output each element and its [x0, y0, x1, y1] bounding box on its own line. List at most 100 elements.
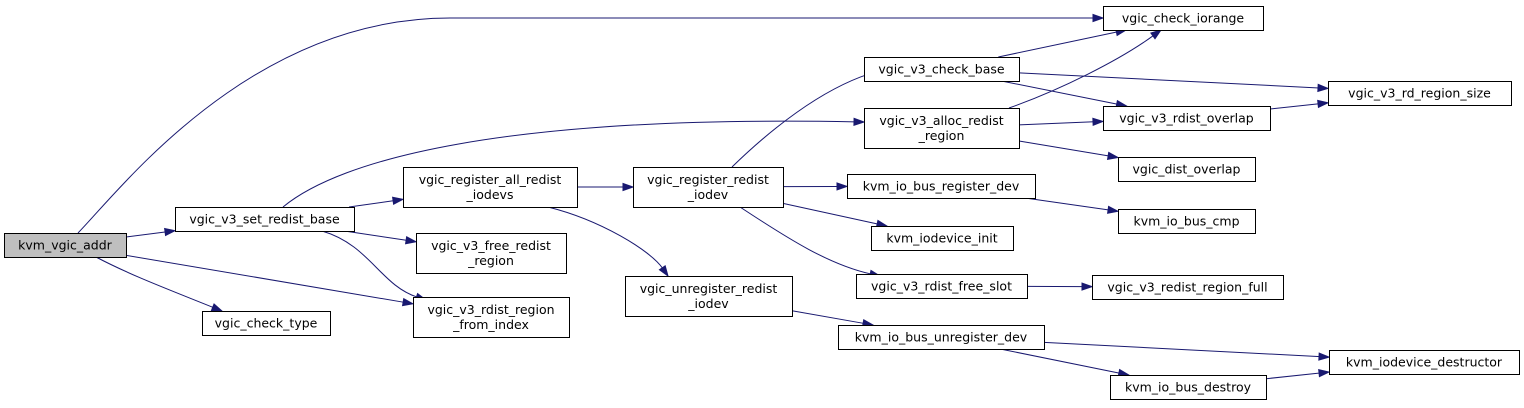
node-label: _region [918, 128, 965, 143]
edge-line [791, 310, 865, 324]
node-vgic_check_iorange[interactable]: vgic_check_iorange [1103, 6, 1264, 31]
edge-kvm_io_bus_register_dev-to-kvm_io_bus_cmp [1025, 197, 1120, 214]
node-kvm_io_bus_unregister_dev[interactable]: kvm_io_bus_unregister_dev [838, 325, 1045, 350]
node-label: kvm_io_bus_register_dev [863, 179, 1020, 194]
edge-kvm_io_bus_unregister_dev-to-kvm_iodevice_destructor [1043, 341, 1331, 361]
node-box[interactable] [1329, 350, 1520, 375]
node-vgic_unregister_redist_iodev[interactable]: vgic_unregister_redist_iodev [625, 276, 793, 317]
node-box[interactable] [403, 167, 578, 208]
node-label: vgic_check_iorange [1122, 11, 1245, 26]
edge-vgic_v3_alloc_redist_region-to-vgic_check_iorange [1008, 29, 1163, 109]
edge-line [1043, 341, 1321, 358]
node-kvm_iodevice_destructor[interactable]: kvm_iodevice_destructor [1329, 350, 1520, 375]
node-vgic_v3_rdist_free_slot[interactable]: vgic_v3_rdist_free_slot [856, 274, 1028, 299]
node-vgic_dist_overlap[interactable]: vgic_dist_overlap [1118, 157, 1256, 182]
edge-line [782, 202, 879, 225]
node-kvm_io_bus_register_dev[interactable]: kvm_io_bus_register_dev [847, 174, 1036, 199]
node-box[interactable] [4, 233, 127, 258]
node-vgic_check_type[interactable]: vgic_check_type [202, 311, 331, 336]
node-label: vgic_dist_overlap [1133, 162, 1241, 177]
node-kvm_io_bus_cmp[interactable]: kvm_io_bus_cmp [1118, 209, 1256, 234]
node-label: vgic_register_all_redist [419, 172, 562, 187]
node-box[interactable] [633, 167, 784, 208]
node-label: _from_index [452, 317, 529, 332]
edge-arrowhead [1092, 117, 1105, 127]
edge-vgic_v3_check_base-to-vgic_check_iorange [998, 28, 1128, 58]
node-vgic_v3_redist_region_full[interactable]: vgic_v3_redist_region_full [1092, 275, 1284, 300]
node-vgic_v3_alloc_redist_region[interactable]: vgic_v3_alloc_redist_region [864, 108, 1020, 149]
edges-layer [77, 13, 1331, 380]
edge-arrowhead [1318, 352, 1331, 361]
node-box[interactable] [871, 226, 1014, 251]
node-vgic_register_redist_iodev[interactable]: vgic_register_redist_iodev [633, 167, 784, 208]
node-label: _iodevs [466, 187, 514, 202]
node-box[interactable] [625, 276, 793, 317]
node-box[interactable] [1110, 375, 1267, 400]
node-label: vgic_unregister_redist [640, 281, 778, 296]
node-label: kvm_io_bus_unregister_dev [855, 330, 1028, 345]
node-box[interactable] [1103, 106, 1271, 131]
node-vgic_v3_set_redist_base[interactable]: vgic_v3_set_redist_base [175, 207, 355, 232]
node-box[interactable] [864, 57, 1020, 82]
node-label: vgic_v3_check_base [878, 62, 1004, 77]
node-label: vgic_v3_rdist_overlap [1119, 111, 1254, 126]
node-label: kvm_vgic_addr [18, 238, 113, 253]
edge-line [547, 206, 664, 269]
edge-line [1001, 80, 1118, 105]
edge-line [1018, 72, 1320, 89]
edge-kvm_io_bus_unregister_dev-to-kvm_io_bus_destroy [1000, 348, 1131, 378]
edge-line [125, 254, 405, 303]
node-label: kvm_io_bus_destroy [1125, 380, 1252, 395]
edge-line [321, 230, 418, 298]
node-box[interactable] [838, 325, 1045, 350]
node-kvm_io_bus_destroy[interactable]: kvm_io_bus_destroy [1110, 375, 1267, 400]
edge-arrowhead [1318, 368, 1331, 378]
edge-line [1000, 348, 1120, 374]
edge-vgic_unregister_redist_iodev-to-kvm_io_bus_unregister_dev [791, 310, 875, 328]
edge-arrowhead [622, 182, 635, 192]
node-box[interactable] [416, 233, 567, 274]
edge-line [95, 256, 214, 309]
node-vgic_v3_rd_region_size[interactable]: vgic_v3_rd_region_size [1328, 81, 1512, 106]
edge-arrowhead [1107, 205, 1120, 214]
node-box[interactable] [1328, 81, 1512, 106]
node-kvm_iodevice_init[interactable]: kvm_iodevice_init [871, 226, 1014, 251]
node-box[interactable] [1092, 275, 1284, 300]
node-box[interactable] [1103, 6, 1264, 31]
edge-vgic_register_redist_iodev-to-vgic_v3_rdist_free_slot [739, 206, 882, 278]
edge-kvm_vgic_addr-to-vgic_v3_rdist_region_from_index [125, 254, 415, 307]
node-vgic_v3_free_redist_region[interactable]: vgic_v3_free_redist_region [416, 233, 567, 274]
edge-arrowhead [164, 227, 177, 237]
edge-line [731, 73, 870, 168]
node-box[interactable] [1118, 209, 1256, 234]
node-vgic_v3_rdist_overlap[interactable]: vgic_v3_rdist_overlap [1103, 106, 1271, 131]
node-vgic_register_all_redist_iodevs[interactable]: vgic_register_all_redist_iodevs [403, 167, 578, 208]
edge-line [1018, 121, 1095, 126]
node-label: vgic_v3_rd_region_size [1348, 86, 1491, 101]
node-kvm_vgic_addr[interactable]: kvm_vgic_addr [4, 233, 127, 258]
edge-line [77, 17, 1093, 234]
edge-line [125, 231, 167, 238]
node-label: vgic_v3_redist_region_full [1107, 280, 1267, 295]
edge-line [344, 230, 408, 241]
edge-line [1008, 34, 1155, 109]
node-label: vgic_v3_set_redist_base [189, 212, 340, 227]
node-box[interactable] [856, 274, 1028, 299]
edge-line [1265, 372, 1321, 380]
node-box[interactable] [413, 297, 570, 338]
edge-arrowhead [1092, 13, 1105, 23]
node-box[interactable] [202, 311, 331, 336]
node-box[interactable] [864, 108, 1020, 149]
edge-arrowhead [853, 117, 866, 127]
edge-kvm_io_bus_destroy-to-kvm_iodevice_destructor [1265, 368, 1331, 380]
edge-arrowhead [1317, 83, 1330, 93]
node-vgic_v3_rdist_region_from_index[interactable]: vgic_v3_rdist_region_from_index [413, 297, 570, 338]
edge-arrowhead [1317, 99, 1330, 109]
node-box[interactable] [1118, 157, 1256, 182]
node-vgic_v3_check_base[interactable]: vgic_v3_check_base [864, 57, 1020, 82]
node-box[interactable] [847, 174, 1036, 199]
edge-vgic_v3_alloc_redist_region-to-vgic_dist_overlap [1018, 140, 1120, 160]
node-label: kvm_iodevice_destructor [1346, 355, 1503, 370]
node-box[interactable] [175, 207, 355, 232]
edge-arrowhead [404, 236, 418, 245]
